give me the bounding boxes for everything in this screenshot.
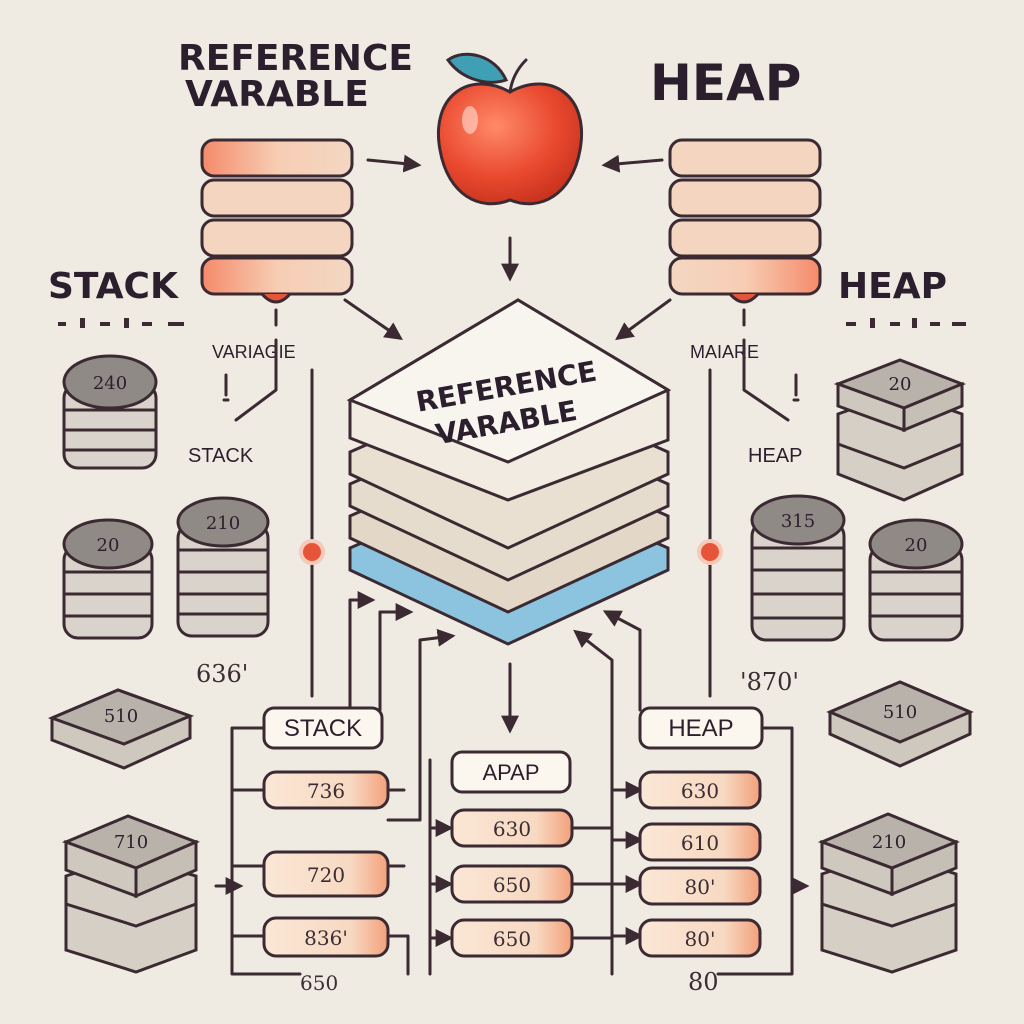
mark-right bbox=[792, 373, 800, 402]
apap-box-label: APAP bbox=[482, 760, 539, 785]
label-bottom-left: 650 bbox=[300, 971, 338, 995]
tile-value: 510 bbox=[104, 706, 138, 727]
coin-value: 20 bbox=[905, 535, 928, 556]
heap-box-label: HEAP bbox=[668, 715, 733, 742]
title-heap-top: HEAP bbox=[650, 54, 801, 112]
label-variable-left: VARIAGIE bbox=[212, 342, 296, 362]
center-value: 650 bbox=[493, 927, 531, 951]
heap-value: 80' bbox=[685, 875, 716, 899]
center-value: 630 bbox=[493, 817, 531, 841]
center-value-pills: 630 650 650 bbox=[450, 808, 574, 958]
label-stack-small: STACK bbox=[188, 445, 254, 467]
tile-right: 510 bbox=[826, 680, 974, 768]
tile-stack-right-top: 20 bbox=[833, 358, 967, 502]
heap-pads-right bbox=[668, 138, 822, 304]
stack-box: STACK bbox=[262, 706, 384, 750]
title-stack-left: STACK bbox=[48, 266, 179, 307]
heap-value: 610 bbox=[681, 831, 719, 855]
stack-box-label: STACK bbox=[284, 715, 362, 742]
central-layer-stack: REFERENCE VARABLE bbox=[346, 298, 672, 646]
stack-value: 836' bbox=[304, 926, 348, 950]
tile-value: 210 bbox=[872, 832, 906, 853]
arrow-right-to-apple bbox=[601, 154, 664, 173]
coin-stack-right-mid-b: 20 bbox=[868, 518, 964, 642]
coin-stack-left-mid-b: 210 bbox=[176, 496, 270, 638]
coin-value: 20 bbox=[97, 535, 120, 556]
mark-left bbox=[222, 373, 230, 402]
title-heap-right: HEAP bbox=[838, 266, 947, 307]
heap-value: 80' bbox=[685, 927, 716, 951]
heap-value: 630 bbox=[681, 779, 719, 803]
tile-value: 510 bbox=[883, 702, 917, 723]
right-dots bbox=[846, 318, 966, 328]
heap-value-pills: 630 610 80' 80' bbox=[638, 770, 762, 958]
dot-left bbox=[299, 539, 325, 565]
coin-value: 210 bbox=[206, 513, 240, 534]
arrow-left-pad-to-center bbox=[343, 298, 403, 341]
tile-value: 710 bbox=[114, 832, 148, 853]
label-variable-right: MAIARE bbox=[690, 342, 759, 362]
stack-pads-left bbox=[200, 138, 354, 304]
stack-value-pills: 736 720 836' bbox=[262, 770, 390, 958]
right-callout-line bbox=[742, 338, 790, 422]
arrow-left-to-apple bbox=[366, 154, 422, 173]
title-variable: VARABLE bbox=[185, 74, 369, 115]
left-callout-line bbox=[234, 338, 278, 422]
connector-lines bbox=[214, 591, 810, 976]
tile-stack-right-bottom: 210 bbox=[817, 812, 960, 974]
tile-left: 510 bbox=[47, 688, 195, 770]
coin-value: 315 bbox=[781, 511, 815, 532]
coin-stack-left-top: 240 bbox=[62, 354, 158, 470]
dot-right bbox=[697, 539, 723, 565]
coin-stack-left-mid-a: 20 bbox=[62, 518, 154, 640]
label-heap-small: HEAP bbox=[748, 445, 802, 467]
coin-value: 240 bbox=[93, 373, 127, 394]
label-bottom-right: 80 bbox=[688, 968, 719, 996]
tile-value: 20 bbox=[889, 374, 912, 395]
apple-icon bbox=[437, 52, 583, 206]
left-dots bbox=[58, 318, 184, 328]
stack-value: 720 bbox=[307, 863, 345, 887]
label-value-left: 636' bbox=[196, 660, 248, 688]
apap-box: APAP bbox=[450, 750, 572, 794]
tile-stack-left-bottom: 710 bbox=[61, 814, 200, 974]
heap-box: HEAP bbox=[638, 706, 764, 750]
title-reference: REFERENCE bbox=[178, 38, 413, 79]
center-value: 650 bbox=[493, 873, 531, 897]
coin-stack-right-mid-a: 315 bbox=[750, 494, 846, 642]
arrow-right-pad-to-center bbox=[615, 298, 672, 341]
label-value-right: '870' bbox=[740, 668, 799, 696]
stack-value: 736 bbox=[307, 779, 345, 803]
